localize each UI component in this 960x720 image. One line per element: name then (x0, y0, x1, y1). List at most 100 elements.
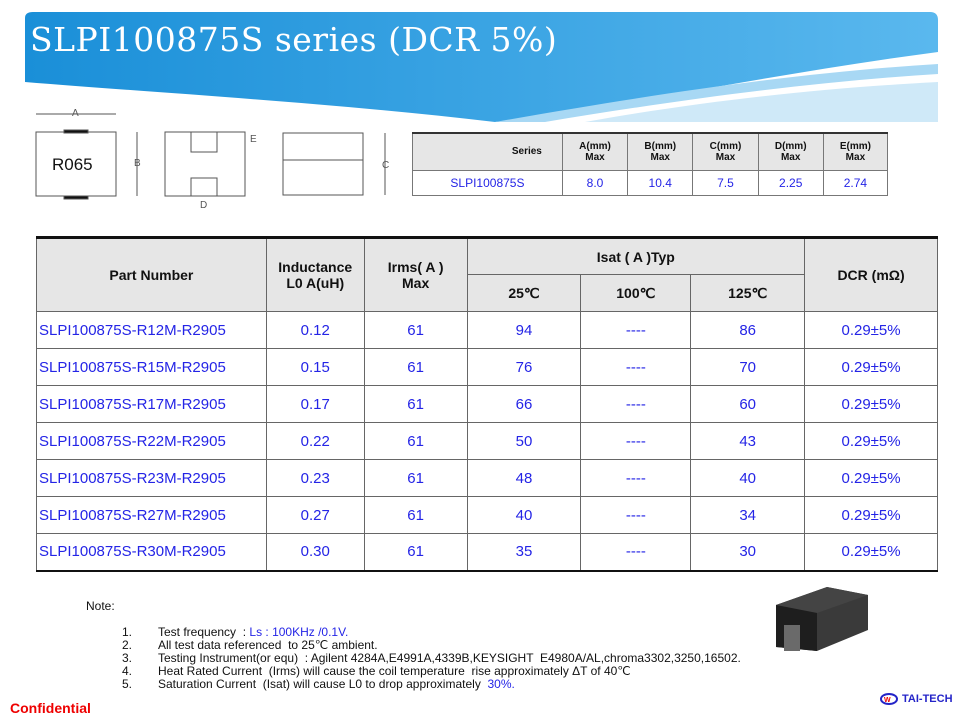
header-d: D(mm) Max (757, 132, 824, 171)
header-series: Series (412, 132, 563, 171)
cell-isat-25c: 48 (466, 459, 582, 497)
note-item: 5. Saturation Current (Isat) will cause L… (122, 678, 741, 691)
cell-isat-25c: 50 (466, 422, 582, 460)
cell-part-number: SLPI100875S-R23M-R2905 (36, 459, 267, 497)
cell-inductance: 0.15 (265, 348, 365, 386)
header-inductance-line1: Inductance (278, 259, 353, 275)
note-text: All test data referenced to 25℃ ambient. (158, 639, 378, 652)
dimension-table: Series A(mm) Max B(mm) Max C(mm) Max D(m… (412, 132, 889, 196)
cell-part-number: SLPI100875S-R30M-R2905 (36, 533, 267, 572)
cell-inductance: 0.27 (265, 496, 365, 534)
cell-dcr: 0.29±5% (804, 422, 938, 460)
note-text-main: Saturation Current (Isat) will cause L0 … (158, 677, 488, 691)
dimension-drawing: A R065 B E D C (35, 108, 389, 210)
cell-irms: 61 (363, 459, 468, 497)
cell-a: 8.0 (561, 169, 629, 196)
note-item: 2.All test data referenced to 25℃ ambien… (122, 639, 741, 652)
note-item: 1.Test frequency : Ls : 100KHz /0.1V. (122, 626, 741, 639)
cell-isat-125c: 43 (690, 422, 806, 460)
cell-dcr: 0.29±5% (804, 385, 938, 423)
cell-isat-125c: 70 (690, 348, 806, 386)
note-text-main: Heat Rated Current (Irms) will cause the… (158, 664, 631, 678)
cell-isat-100c: ---- (580, 385, 692, 423)
cell-isat-125c: 30 (690, 533, 806, 572)
svg-text:B: B (134, 158, 141, 169)
note-text: Saturation Current (Isat) will cause L0 … (158, 678, 515, 691)
cell-isat-25c: 76 (466, 348, 582, 386)
cell-dcr: 0.29±5% (804, 533, 938, 572)
cell-inductance: 0.23 (265, 459, 365, 497)
note-label: Note: (86, 599, 115, 613)
cell-irms: 61 (363, 311, 468, 349)
cell-isat-100c: ---- (580, 311, 692, 349)
note-number: 4. (122, 664, 133, 678)
note-text-main: All test data referenced to 25℃ ambient. (158, 638, 378, 652)
cell-part-number: SLPI100875S-R15M-R2905 (36, 348, 267, 386)
header-dcr: DCR (mΩ) (804, 236, 938, 312)
cell-part-number: SLPI100875S-R12M-R2905 (36, 311, 267, 349)
cell-inductance: 0.22 (265, 422, 365, 460)
header-inductance-line2: L0 A(uH) (286, 275, 345, 291)
cell-inductance: 0.30 (265, 533, 365, 572)
cell-isat-125c: 86 (690, 311, 806, 349)
note-text: Heat Rated Current (Irms) will cause the… (158, 665, 631, 678)
cell-isat-25c: 66 (466, 385, 582, 423)
logo-text: TAI-TECH (902, 693, 953, 705)
note-number: 3. (122, 651, 133, 665)
note-item: 3. Testing Instrument(or equ) : Agilent 4… (122, 652, 741, 665)
cell-series: SLPI100875S (412, 169, 563, 196)
cell-irms: 61 (363, 496, 468, 534)
note-highlight: Ls : 100KHz /0.1V. (249, 625, 349, 639)
svg-text:C: C (382, 160, 389, 171)
logo-emblem-icon: W (880, 693, 898, 705)
title-banner (25, 12, 938, 122)
note-text-main: Testing Instrument(or equ) : Agilent 428… (158, 651, 741, 665)
cell-isat-100c: ---- (580, 422, 692, 460)
confidential-label: Confidential (10, 700, 91, 716)
cell-irms: 61 (363, 422, 468, 460)
header-isat: Isat ( A )Typ (466, 236, 806, 275)
cell-e: 2.74 (822, 169, 889, 196)
cell-isat-25c: 40 (466, 496, 582, 534)
header-irms-line2: Max (402, 275, 430, 291)
label-a: A (72, 108, 79, 119)
note-text: Test frequency : Ls : 100KHz /0.1V. (158, 626, 348, 639)
header-125c: 125℃ (690, 274, 806, 312)
note-highlight: 30%. (487, 677, 515, 691)
marking-text: R065 (52, 155, 93, 174)
svg-text:D: D (200, 200, 207, 210)
header-25c: 25℃ (466, 274, 582, 312)
note-text: Testing Instrument(or equ) : Agilent 428… (158, 652, 741, 665)
cell-isat-100c: ---- (580, 496, 692, 534)
cell-isat-100c: ---- (580, 533, 692, 572)
cell-d: 2.25 (757, 169, 824, 196)
cell-dcr: 0.29±5% (804, 459, 938, 497)
header-part-number: Part Number (36, 236, 267, 312)
tai-tech-logo: W TAI-TECH (880, 693, 953, 705)
header-b: B(mm) Max (627, 132, 694, 171)
svg-text:E: E (250, 134, 257, 145)
cell-isat-25c: 35 (466, 533, 582, 572)
cell-part-number: SLPI100875S-R17M-R2905 (36, 385, 267, 423)
cell-irms: 61 (363, 533, 468, 572)
cell-isat-100c: ---- (580, 459, 692, 497)
notes-list: 1.Test frequency : Ls : 100KHz /0.1V.2.A… (122, 626, 741, 691)
header-100c: 100℃ (580, 274, 692, 312)
note-item: 4. Heat Rated Current (Irms) will cause t… (122, 665, 741, 678)
cell-irms: 61 (363, 385, 468, 423)
inductor-photo (776, 587, 868, 651)
note-number: 5. (122, 677, 133, 691)
cell-part-number: SLPI100875S-R22M-R2905 (36, 422, 267, 460)
svg-text:W: W (884, 697, 891, 704)
cell-inductance: 0.17 (265, 385, 365, 423)
cell-isat-25c: 94 (466, 311, 582, 349)
